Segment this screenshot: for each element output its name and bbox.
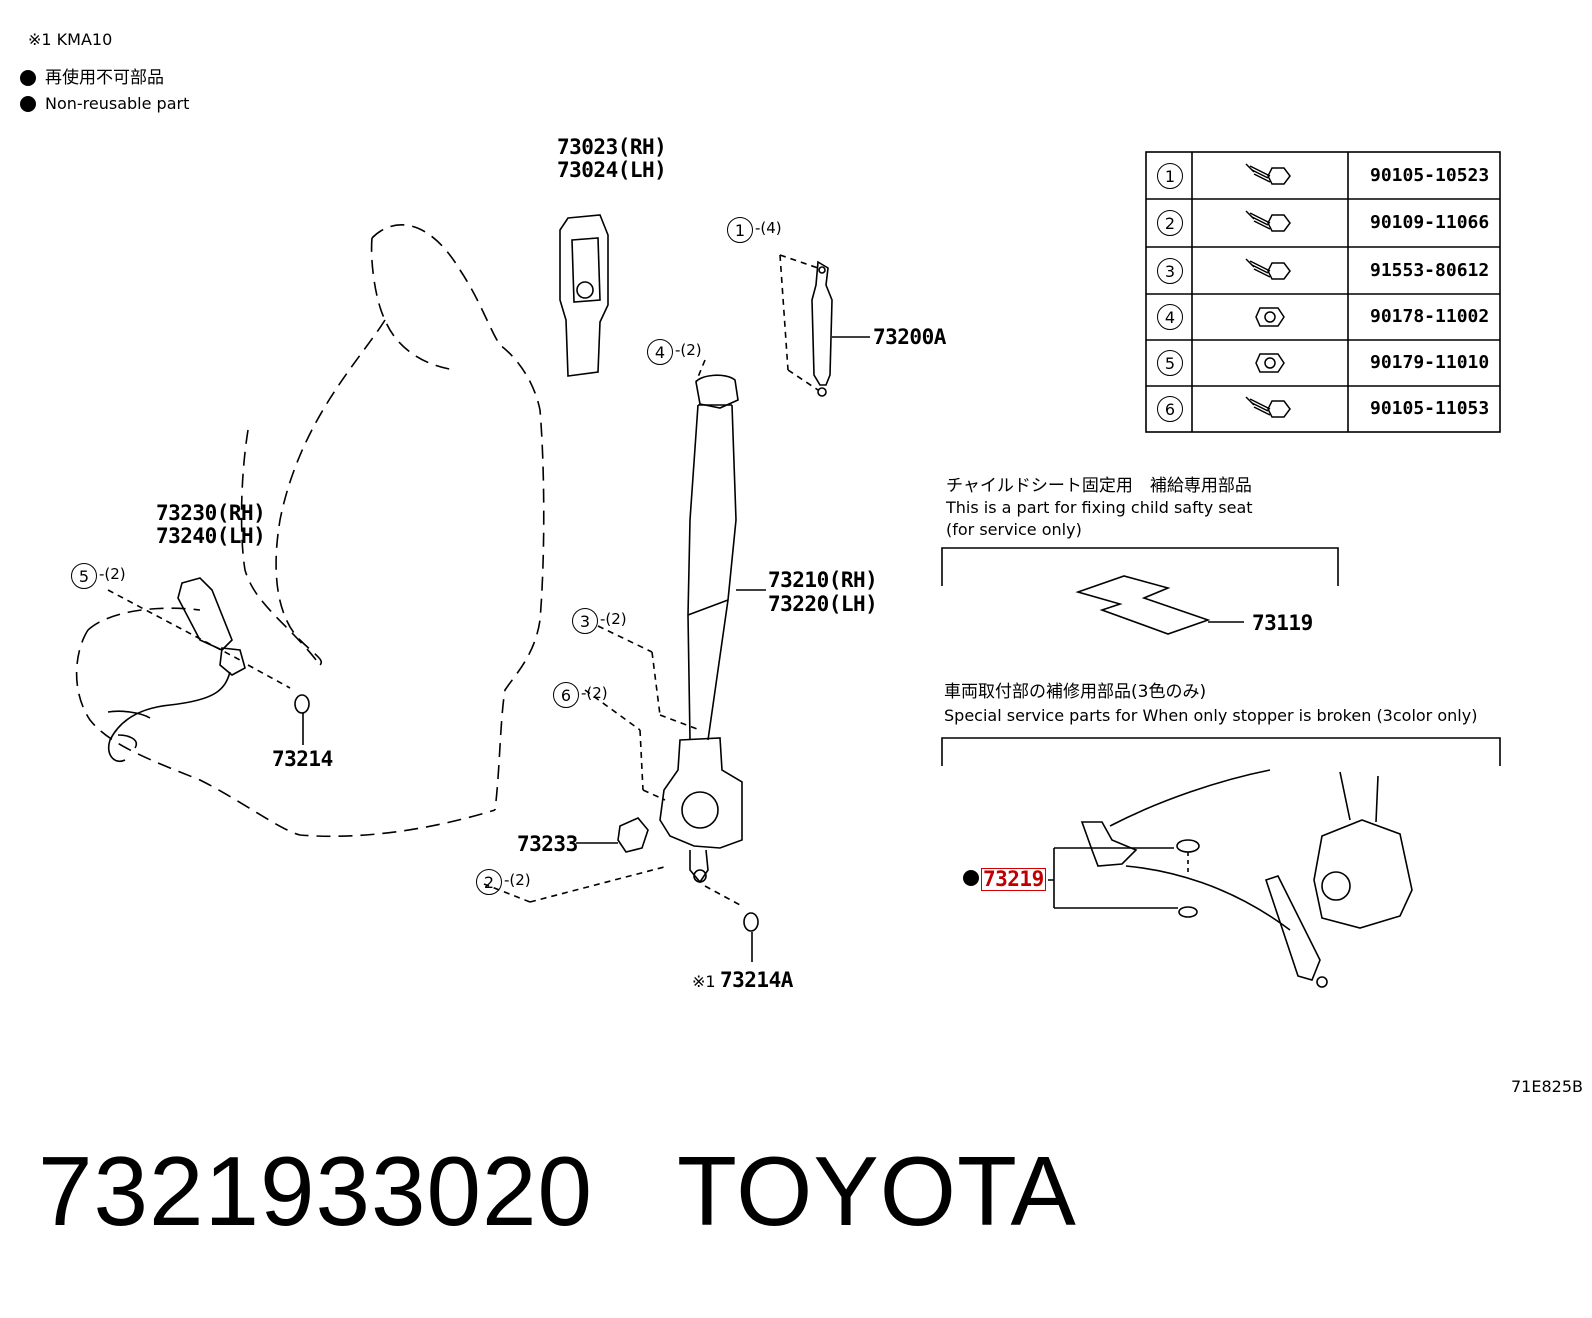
nut-icon	[1255, 307, 1285, 327]
bolt-icon	[1245, 163, 1291, 185]
table-part-number: 90105-10523	[1370, 165, 1490, 186]
bolt-ref-5-qty: -(2)	[99, 565, 126, 583]
bolt-ref-6-qty: -(2)	[581, 684, 608, 702]
belt-guide	[559, 214, 609, 377]
child-seat-title-jp: チャイルドシート固定用 補給専用部品	[946, 476, 1252, 496]
buckle-bracket	[219, 647, 246, 676]
bolt-ref-3-qty: -(2)	[600, 610, 627, 628]
table-row-num: 4	[1157, 304, 1183, 330]
bolt-icon	[1245, 210, 1291, 232]
label-belt-rh: 73210(RH)	[768, 568, 878, 592]
table-row-num: 5	[1157, 350, 1183, 376]
bolt-ref-2-qty: -(2)	[504, 871, 531, 889]
bolt-ref-4-qty: -(2)	[675, 341, 702, 359]
belt-webbing	[687, 404, 737, 741]
table-part-number: 90109-11066	[1370, 212, 1490, 233]
kma-note: ※1 KMA10	[28, 30, 113, 49]
table-row-num: 2	[1157, 210, 1183, 236]
child-seat-note: (for service only)	[946, 520, 1082, 539]
table-row-num: 1	[1157, 163, 1183, 189]
bolt-ref-3: 3	[572, 608, 598, 634]
nut-icon	[1255, 353, 1285, 373]
stopper-plate	[1080, 821, 1138, 867]
child-seat-bracket	[1075, 575, 1211, 635]
stopper-title-en: Special service parts for When only stop…	[944, 706, 1478, 725]
stopper-retractor	[1313, 819, 1413, 929]
table-row-num: 3	[1157, 258, 1183, 284]
seat-inner-outline	[240, 429, 321, 666]
table-row-num: 6	[1157, 396, 1183, 422]
brand-name: TOYOTA	[677, 1136, 1077, 1246]
stopper-seat-outline	[1109, 769, 1291, 931]
bolt-ref-2: 2	[476, 869, 502, 895]
table-part-number: 91553-80612	[1370, 260, 1490, 281]
anchor-bracket	[811, 260, 833, 386]
retractor	[659, 737, 743, 849]
buckle-wire	[107, 671, 231, 762]
label-washer-a: 73214A	[720, 968, 793, 992]
bolt-icon	[1245, 258, 1291, 280]
label-anchor: 73200A	[873, 325, 946, 349]
cover-part	[617, 817, 649, 853]
drawing-code: 71E825B	[1511, 1077, 1583, 1096]
buckle-body	[177, 577, 233, 651]
bolt-ref-6: 6	[553, 682, 579, 708]
label-buckle-lh: 73240(LH)	[156, 524, 266, 548]
label-guide-rh: 73023(RH)	[557, 135, 667, 159]
label-washer: 73214	[272, 747, 333, 771]
bolt-ref-1: 1	[727, 217, 753, 243]
legend-dot	[20, 96, 36, 112]
stopper-belt-end	[1264, 875, 1321, 981]
legend-en: Non-reusable part	[45, 94, 190, 113]
table-part-number: 90105-11053	[1370, 398, 1490, 419]
stopper-title-jp: 車両取付部の補修用部品(3色のみ)	[944, 682, 1207, 702]
label-stopper-part: 73219	[981, 867, 1046, 891]
table-part-number: 90178-11002	[1370, 306, 1490, 327]
label-child-part: 73119	[1252, 611, 1313, 635]
bolt-ref-5: 5	[71, 563, 97, 589]
table-part-number: 90179-11010	[1370, 352, 1490, 373]
label-cover: 73233	[517, 832, 578, 856]
non-reusable-dot	[963, 870, 979, 886]
bolt-ref-1-qty: -(4)	[755, 219, 782, 237]
label-belt-lh: 73220(LH)	[768, 592, 878, 616]
child-seat-title-en: This is a part for fixing child safty se…	[946, 498, 1253, 517]
seat-cushion-front	[87, 607, 201, 631]
seat-side-outline	[275, 319, 386, 666]
part-number: 7321933020	[38, 1136, 594, 1246]
label-guide-lh: 73024(LH)	[557, 158, 667, 182]
legend-dot	[20, 70, 36, 86]
legend-jp: 再使用不可部品	[45, 68, 164, 88]
seat-headrest-outline	[370, 237, 456, 371]
seat-cushion-outline	[75, 629, 496, 838]
label-washer-a-prefix: ※1	[692, 972, 716, 991]
bolt-ref-4: 4	[647, 339, 673, 365]
label-buckle-rh: 73230(RH)	[156, 501, 266, 525]
seat-back-outline	[371, 224, 545, 811]
bolt-icon	[1245, 396, 1291, 418]
